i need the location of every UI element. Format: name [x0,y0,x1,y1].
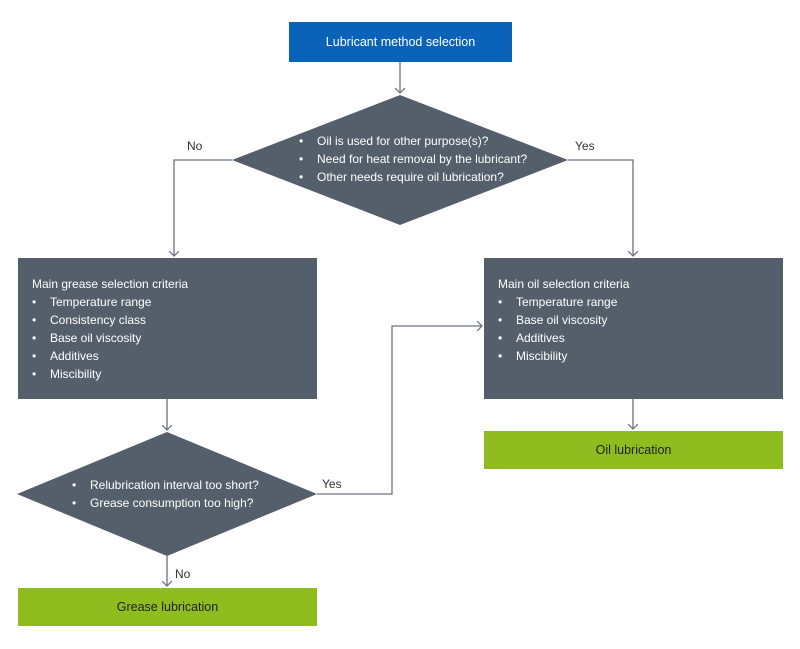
edge-label-yes: Yes [322,477,342,491]
oil-lubrication-node: Oil lubrication [484,431,783,469]
edge-label-no: No [175,567,191,581]
decision-item: Need for heat removal by the lubricant? [299,150,527,168]
edge-label-no: No [187,139,203,153]
grease-criteria-title: Main grease selection criteria [32,277,189,291]
connector-decision-no-to-grease [174,159,232,256]
connector-decision-yes-to-oil-criteria [317,326,482,495]
decision-item: Other needs require oil lubrication? [299,168,527,186]
oil-criteria-node: Main oil selection criteria Temperature … [484,258,783,399]
decision-item: Relubrication interval too short? [72,476,259,494]
criteria-item: Miscibility [32,365,303,383]
decision-item: Oil is used for other purpose(s)? [299,132,527,150]
start-node: Lubricant method selection [289,22,512,62]
criteria-item: Temperature range [32,293,303,311]
criteria-item: Temperature range [498,293,769,311]
oil-lubrication-label: Oil lubrication [595,443,672,457]
grease-lubrication-label: Grease lubrication [116,600,219,614]
oil-criteria-title: Main oil selection criteria [498,277,630,291]
start-node-label: Lubricant method selection [325,35,476,49]
decision-oil-needs-text: Oil is used for other purpose(s)? Need f… [299,132,527,186]
criteria-item: Additives [498,329,769,347]
grease-lubrication-node: Grease lubrication [18,588,317,626]
criteria-item: Base oil viscosity [32,329,303,347]
connector-decision-yes-to-oil [568,159,633,256]
criteria-item: Base oil viscosity [498,311,769,329]
decision-grease-check-text: Relubrication interval too short? Grease… [72,476,259,512]
edge-label-yes: Yes [575,139,595,153]
grease-criteria-node: Main grease selection criteria Temperatu… [18,258,317,399]
criteria-item: Additives [32,347,303,365]
decision-item: Grease consumption too high? [72,494,259,512]
criteria-item: Miscibility [498,347,769,365]
criteria-item: Consistency class [32,311,303,329]
